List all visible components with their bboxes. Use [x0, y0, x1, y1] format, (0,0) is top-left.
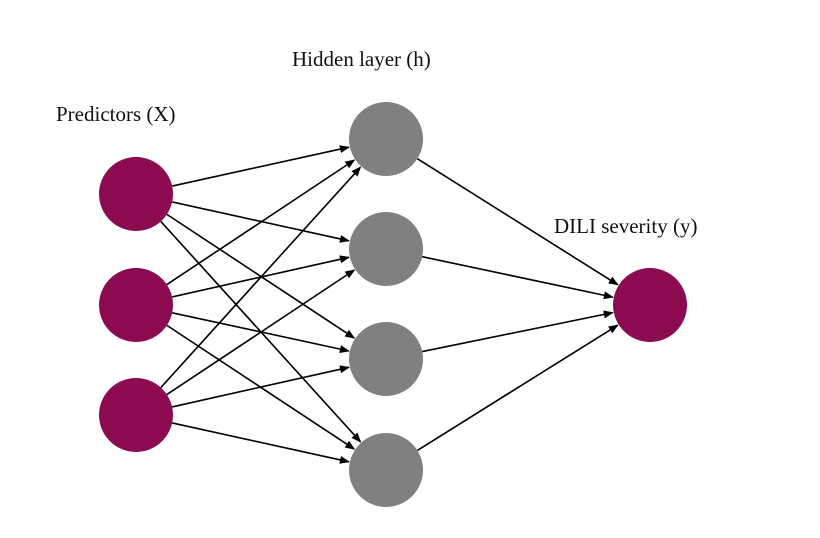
input-layer-label: Predictors (X) [56, 102, 176, 126]
hidden-node-1 [349, 102, 423, 176]
hidden-layer-label: Hidden layer (h) [292, 47, 431, 71]
edge-input-2-to-hidden-1 [166, 159, 356, 286]
edge-hidden-3-to-output-1 [422, 310, 614, 353]
input-node-1 [99, 157, 173, 231]
hidden-node-2 [349, 212, 423, 286]
edge-input-1-to-hidden-3 [166, 213, 356, 339]
edge-input-3-to-hidden-2 [166, 269, 356, 396]
edge-input-3-to-hidden-1 [160, 166, 362, 389]
edge-input-3-to-hidden-4 [171, 422, 350, 464]
input-node-2 [99, 268, 173, 342]
edge-hidden-1-to-output-1 [416, 158, 619, 286]
edge-hidden-2-to-output-1 [422, 255, 614, 300]
output-layer-label: DILI severity (y) [554, 214, 698, 238]
edge-hidden-4-to-output-1 [416, 324, 619, 452]
output-node-1 [613, 268, 687, 342]
edge-input-3-to-hidden-3 [171, 365, 350, 408]
hidden-node-4 [349, 433, 423, 507]
edge-input-1-to-hidden-1 [171, 145, 350, 187]
hidden-node-3 [349, 322, 423, 396]
input-node-3 [99, 378, 173, 452]
